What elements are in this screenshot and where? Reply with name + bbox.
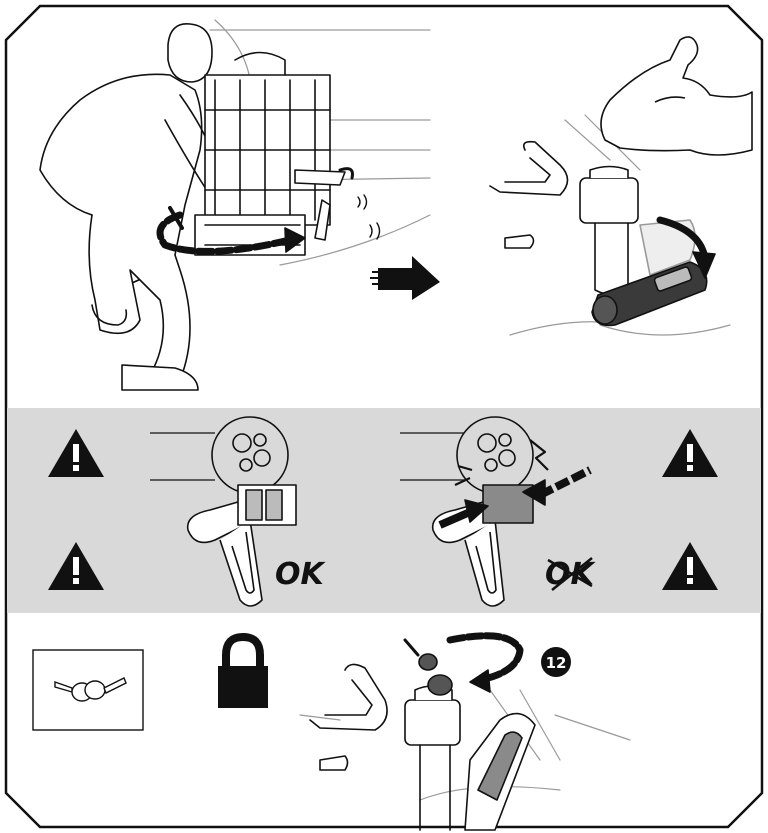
lock-step-illustration	[299, 632, 631, 831]
padlock-icon	[218, 632, 268, 708]
warning-triangle-icon	[662, 429, 718, 477]
incorrect-lever-detail	[400, 416, 592, 607]
warning-triangle-icon	[48, 542, 104, 590]
flexed-arm-icon	[600, 36, 753, 156]
man-head	[167, 23, 213, 83]
man-legs	[88, 214, 191, 381]
lever-close-illustration	[489, 114, 731, 336]
man-shoe	[121, 364, 199, 391]
man-rotating-carrier-illustration	[39, 19, 431, 391]
keys-icon	[32, 649, 144, 731]
not-ok-label: OK	[545, 557, 597, 592]
svg-text:12: 12	[546, 654, 567, 672]
ok-label: OK	[275, 557, 327, 592]
warning-panel: OK OK	[7, 408, 761, 613]
warning-triangle-icon	[662, 542, 718, 590]
rotation-arrow	[156, 211, 294, 255]
bike-carrier-frame	[194, 51, 346, 256]
warning-triangle-icon	[48, 429, 104, 477]
step-number-badge: 12	[541, 647, 571, 677]
arrow-icon	[378, 256, 440, 300]
correct-lever-detail	[150, 416, 297, 607]
